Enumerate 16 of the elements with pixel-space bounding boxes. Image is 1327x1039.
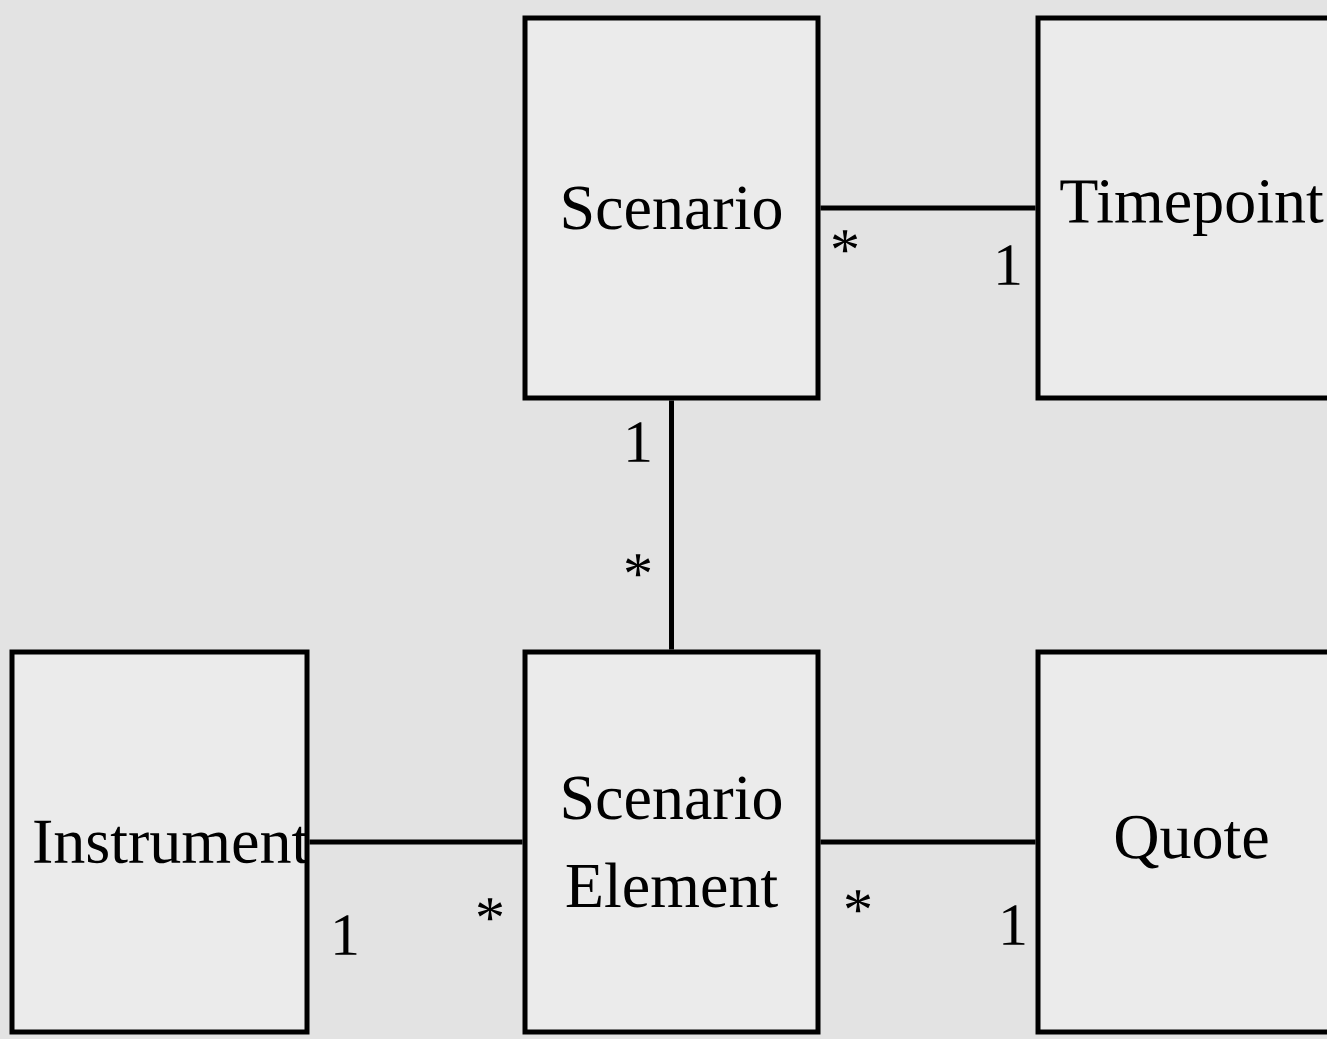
multiplicity-label: * [477, 898, 503, 921]
entity-box: Quote [1035, 649, 1327, 1035]
multiplicity-label: 1 [335, 915, 357, 955]
entity-box: Scenario [522, 15, 821, 401]
entity-box: Scenario Element [522, 649, 821, 1035]
multiplicity-label: 1 [998, 245, 1020, 285]
multiplicity-label: * [845, 890, 871, 913]
association-line [820, 205, 1036, 211]
association-line [820, 839, 1036, 845]
entity-box: Instrument [9, 649, 310, 1035]
association-line [309, 839, 523, 845]
multiplicity-label: * [625, 554, 651, 577]
entity-box: Timepoint [1035, 15, 1327, 401]
multiplicity-label: 1 [628, 422, 650, 462]
association-line [669, 400, 674, 650]
multiplicity-label: * [832, 230, 858, 253]
